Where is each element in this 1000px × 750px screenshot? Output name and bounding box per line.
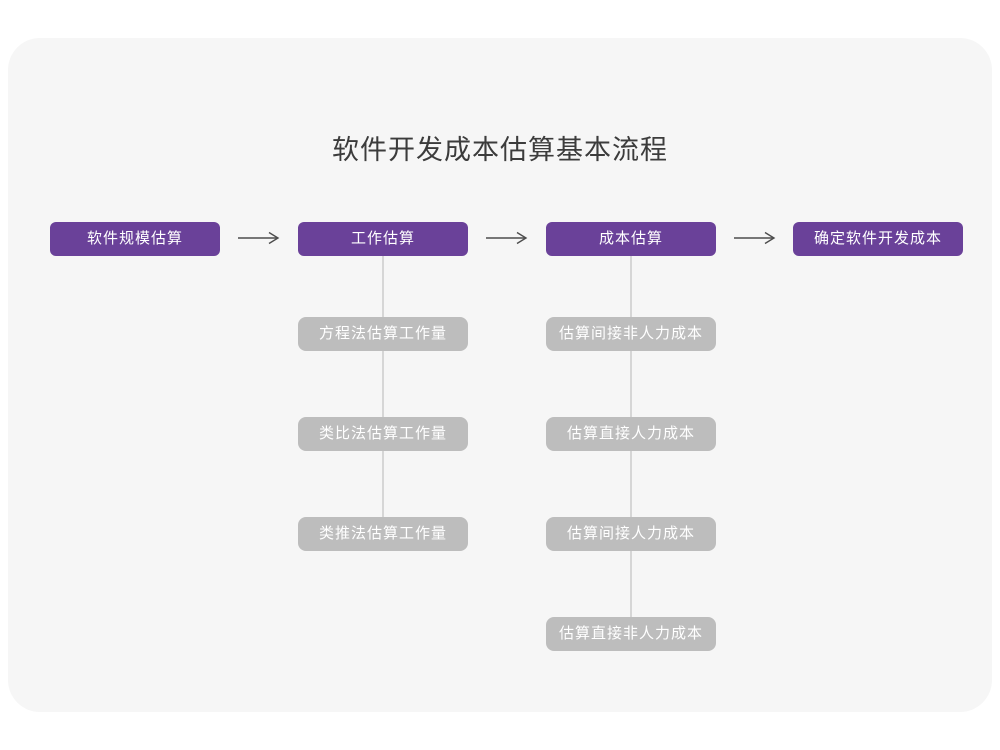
flow-node-work-estimation: 工作估算 — [298, 222, 468, 256]
flow-node-software-scale-estimation: 软件规模估算 — [50, 222, 220, 256]
sub-node-direct-labor-cost: 估算直接人力成本 — [546, 417, 716, 451]
sub-node-analogy-method: 类比法估算工作量 — [298, 417, 468, 451]
sub-node-direct-nonlabor-cost: 估算直接非人力成本 — [546, 617, 716, 651]
right-arrow-icon — [237, 231, 281, 245]
right-arrow-icon — [485, 231, 529, 245]
right-arrow-icon — [733, 231, 777, 245]
sub-node-extrapolation-method: 类推法估算工作量 — [298, 517, 468, 551]
sub-node-indirect-nonlabor-cost: 估算间接非人力成本 — [546, 317, 716, 351]
diagram-card: 软件开发成本估算基本流程 软件规模估算 工作估算 成本估算 确定软件开发成本 方… — [8, 38, 992, 712]
connector-line-work-chain — [382, 256, 384, 528]
flow-node-determine-development-cost: 确定软件开发成本 — [793, 222, 963, 256]
flow-node-cost-estimation: 成本估算 — [546, 222, 716, 256]
diagram-title: 软件开发成本估算基本流程 — [332, 135, 668, 165]
sub-node-equation-method: 方程法估算工作量 — [298, 317, 468, 351]
sub-node-indirect-labor-cost: 估算间接人力成本 — [546, 517, 716, 551]
